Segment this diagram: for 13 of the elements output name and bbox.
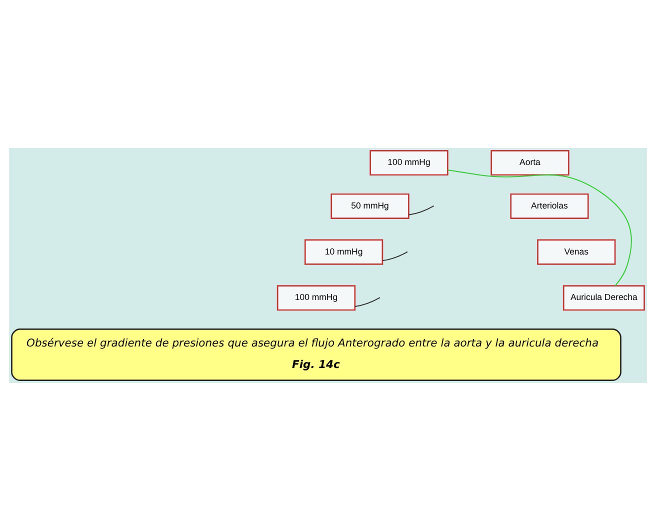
node-box: Arteriolas <box>510 193 589 219</box>
connector <box>354 298 380 307</box>
node-box: 10 mmHg <box>304 239 384 265</box>
connector <box>448 169 632 286</box>
connector <box>382 252 407 262</box>
node-box: 100 mmHg <box>276 285 356 311</box>
node-box: Obsérvese el gradiente de presiones que asegura el flujo Anterogrado entre la aorta y la auricula derecha Fig. 14c <box>11 328 622 381</box>
node-box: 100 mmHg <box>370 150 448 176</box>
connector <box>408 206 434 216</box>
node-box: Aorta <box>490 150 570 176</box>
node-box: Venas <box>537 239 616 265</box>
node-box: 50 mmHg <box>330 193 410 219</box>
node-box: Auricula Derecha <box>562 285 645 311</box>
